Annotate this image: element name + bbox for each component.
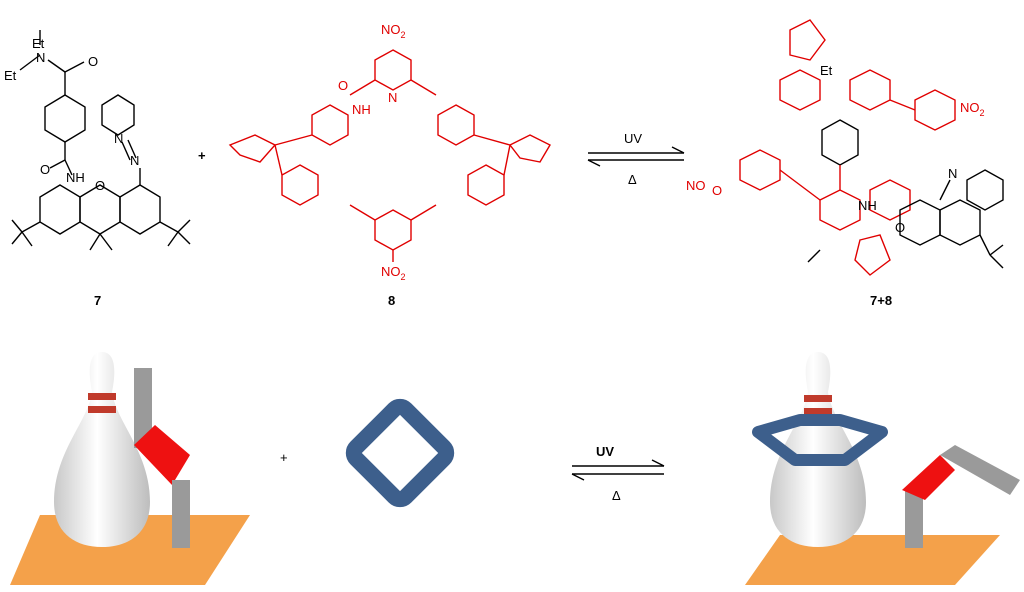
arm-lower	[905, 490, 923, 548]
arm-upper	[134, 368, 152, 448]
compound-label-8: 8	[388, 293, 395, 308]
atom-no2: NO	[686, 178, 706, 193]
cartoon-axle-left	[10, 352, 250, 585]
heat-label: Δ	[612, 488, 621, 503]
pin-stripe	[804, 408, 832, 415]
atom-o: O	[895, 220, 905, 235]
bowling-pin	[54, 352, 150, 547]
compound-7-structure	[11, 30, 191, 251]
atom-o: O	[338, 78, 348, 93]
atom-nh: NH	[858, 198, 877, 213]
pin-stripe	[88, 406, 116, 413]
atom-n: N	[948, 166, 957, 181]
plus-sign: +	[280, 450, 288, 465]
atom-no2: NO2	[381, 264, 406, 282]
hinge	[902, 455, 955, 500]
atom-o: O	[95, 178, 105, 193]
base-plate	[745, 535, 1000, 585]
atom-et: Et	[4, 68, 17, 83]
macrocycle-ring	[752, 414, 888, 466]
cartoon-complex-right	[745, 352, 1020, 585]
atom-n: N	[36, 50, 45, 65]
atom-nh: NH	[66, 170, 85, 185]
atom-o: O	[40, 162, 50, 177]
uv-label: UV	[624, 131, 642, 146]
atom-n: N	[114, 131, 123, 146]
uv-label: UV	[596, 444, 614, 459]
arm-upper	[940, 445, 1020, 495]
pin-stripe	[804, 395, 832, 402]
atom-no2: NO2	[381, 22, 406, 40]
compound-label-7-8: 7+8	[870, 293, 892, 308]
atom-no2: NO2	[960, 100, 985, 118]
atom-o: O	[88, 54, 98, 69]
hinge	[134, 425, 190, 485]
arm-lower	[172, 480, 190, 548]
atom-et: Et	[820, 63, 833, 78]
macrocycle-8-structure	[228, 49, 551, 251]
heat-label: Δ	[628, 172, 637, 187]
macrocycle-ring	[345, 398, 455, 508]
complex-7-8-structure	[739, 19, 1004, 276]
atom-no2-sub: O	[712, 183, 722, 198]
equilibrium-arrows-bottom	[571, 459, 665, 481]
plus-sign: +	[198, 148, 206, 163]
atom-nh: NH	[352, 102, 371, 117]
atom-et: Et	[32, 36, 45, 51]
bowling-pin	[770, 352, 866, 547]
equilibrium-arrows-top	[587, 146, 685, 167]
compound-label-7: 7	[94, 293, 101, 308]
atom-n: N	[388, 90, 397, 105]
pin-stripe	[88, 393, 116, 400]
atom-n: N	[130, 153, 139, 168]
